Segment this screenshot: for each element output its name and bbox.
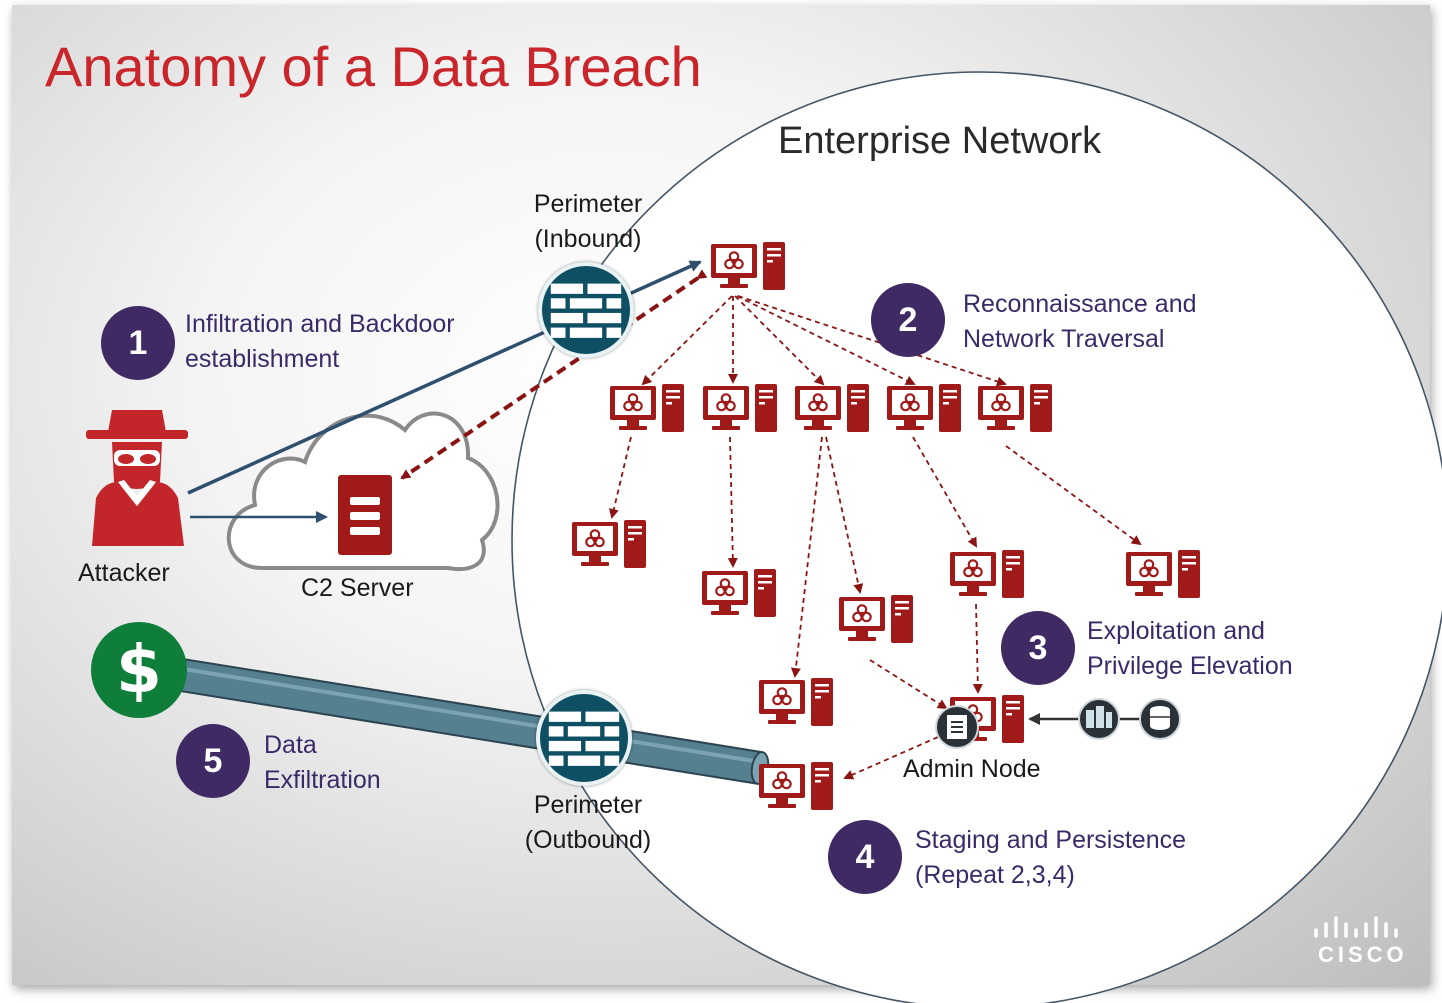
server-icon — [338, 475, 392, 555]
step-4-label: Staging and Persistence(Repeat 2,3,4) — [915, 826, 1187, 889]
perimeter-outbound-label: Perimeter(Outbound) — [524, 791, 652, 854]
dollar-icon: $ — [91, 622, 187, 718]
enterprise-network-label: Enterprise Network — [778, 120, 1102, 162]
attacker-label: Attacker — [78, 559, 170, 587]
step-2-badge: 2 — [871, 283, 945, 357]
step-4-badge: 4 — [828, 820, 902, 894]
step-5-badge: 5 — [176, 724, 250, 798]
recon-arrows — [608, 295, 1142, 780]
admin-node-label: Admin Node — [903, 755, 1041, 783]
c2-server-label: C2 Server — [301, 574, 414, 602]
c2-backdoor-link — [400, 269, 708, 480]
cisco-logo — [1314, 916, 1398, 938]
perimeter-inbound-label: Perimeter(Inbound) — [533, 190, 643, 253]
firewall-outbound-icon — [536, 690, 632, 786]
firewall-inbound-icon — [538, 262, 634, 358]
hacker-icon — [86, 410, 188, 546]
document-icon — [935, 705, 979, 749]
step-1-badge: 1 — [101, 306, 175, 380]
page-title: Anatomy of a Data Breach — [45, 35, 702, 98]
server-rack-icon — [1078, 698, 1120, 740]
step-3-badge: 3 — [1001, 611, 1075, 685]
database-icon — [1139, 698, 1181, 740]
cisco-wordmark: CISCO — [1318, 942, 1408, 967]
